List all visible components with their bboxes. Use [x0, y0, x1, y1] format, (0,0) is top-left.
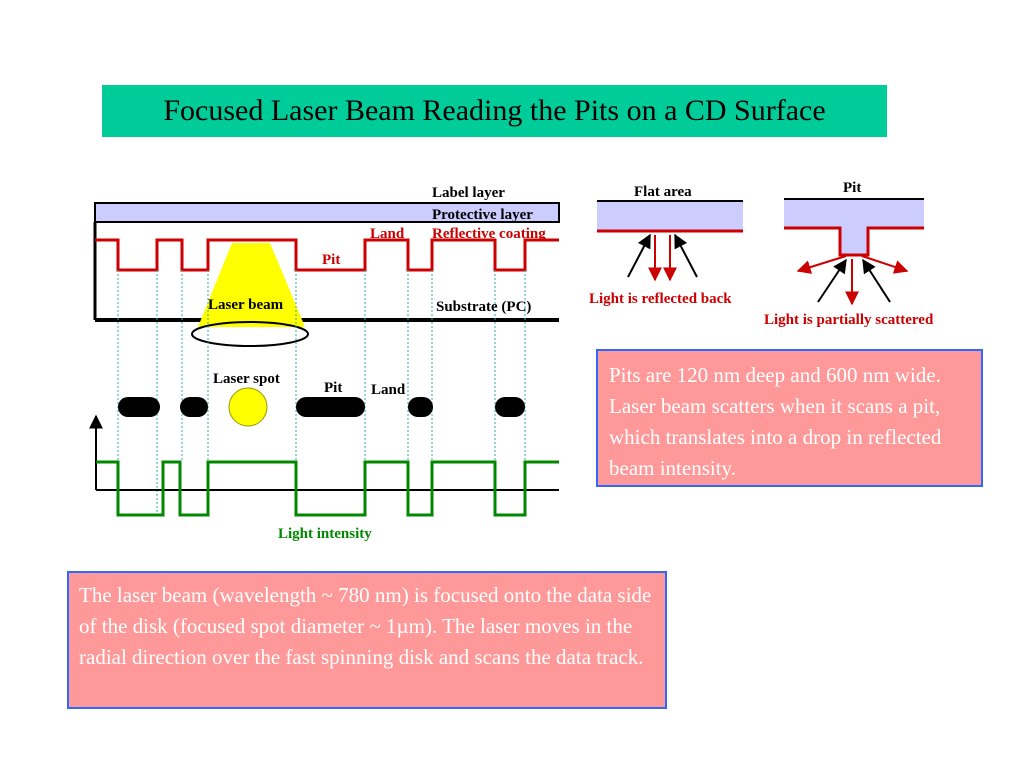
- pit-top-text: Pit: [322, 252, 340, 268]
- laser-spot-text: Laser spot: [213, 371, 280, 387]
- protective-layer: [94, 202, 560, 223]
- pit-mark: [495, 397, 525, 417]
- flat-area-detail: [597, 200, 743, 282]
- laser-beam-cone: [198, 243, 305, 327]
- laser-beam: [191, 243, 309, 347]
- slide-title: Focused Laser Beam Reading the Pits on a…: [102, 85, 887, 137]
- light-intensity-text: Light intensity: [278, 526, 372, 542]
- reflected-back-text: Light is reflected back: [589, 291, 732, 307]
- land-top-text: Land: [370, 226, 405, 242]
- laser-focus-ellipse: [191, 321, 309, 347]
- pit-mark: [296, 397, 365, 417]
- pit-mark: [408, 397, 433, 417]
- pit-mark: [118, 397, 160, 417]
- reflective-coating-line: [95, 238, 559, 272]
- substrate-text: Substrate (PC): [436, 299, 531, 315]
- laser-info-note: The laser beam (wavelength ~ 780 nm) is …: [67, 571, 667, 709]
- pit-detail-text: Pit: [843, 180, 861, 196]
- pit-detail-shape: [784, 199, 924, 255]
- flat-area-text: Flat area: [634, 184, 692, 200]
- pit-track: [118, 387, 525, 427]
- protective-layer-text: Protective layer: [432, 207, 533, 223]
- pit-mark: [180, 397, 208, 417]
- pits-info-note: Pits are 120 nm deep and 600 nm wide. La…: [596, 349, 983, 487]
- laser-spot-circle: [228, 387, 268, 427]
- flat-area-layer: [597, 201, 743, 231]
- pit-detail: [784, 198, 924, 306]
- partially-scattered-text: Light is partially scattered: [764, 312, 934, 328]
- label-layer-text: Label layer: [432, 185, 505, 201]
- intensity-signal: [96, 460, 559, 517]
- reflective-coating-text: Reflective coating: [432, 226, 546, 242]
- cd-cross-section: [93, 202, 560, 322]
- pit-track-text: Pit: [324, 380, 342, 396]
- laser-beam-text: Laser beam: [208, 297, 284, 313]
- land-track-text: Land: [371, 382, 406, 398]
- pit-detail-coating: [784, 226, 924, 257]
- intensity-plot: [89, 414, 559, 517]
